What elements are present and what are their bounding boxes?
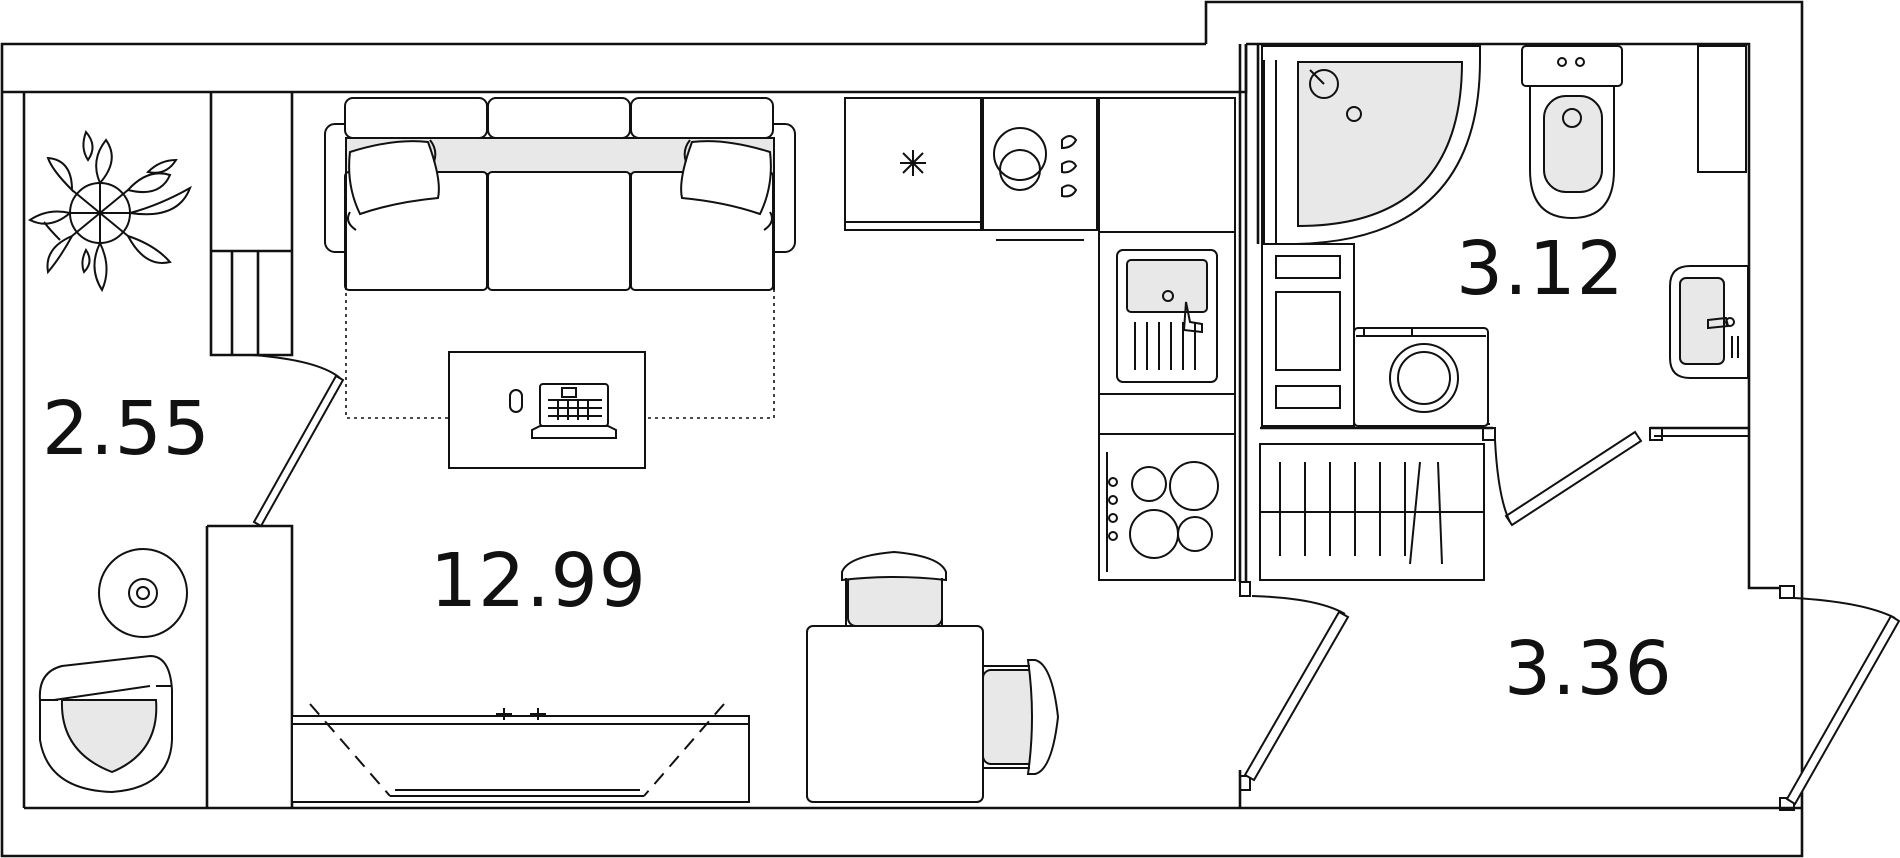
doors: [251, 354, 1900, 806]
bathroom-area: 3.12: [1456, 226, 1625, 312]
plant-icon: [28, 130, 192, 293]
wall-cabinet: [1697, 45, 1747, 173]
washing-machine-icon: [1353, 327, 1489, 427]
room-area-labels: 2.55 12.99 3.12 3.36: [42, 226, 1673, 712]
hallway-area: 3.36: [1504, 626, 1673, 712]
kitchen: [844, 97, 1236, 581]
wash-basin-icon: [1669, 265, 1749, 379]
armchair-icon: [38, 654, 173, 794]
cooktop-icon: [1098, 433, 1236, 581]
living-furniture: [291, 97, 1060, 803]
coffee-table-icon: [448, 351, 646, 469]
sink-icon: [1098, 231, 1236, 395]
laptop-icon: [509, 383, 617, 439]
sofa-icon: [324, 97, 796, 291]
tv-cabinet-icon: [291, 703, 750, 803]
side-table-icon: [98, 548, 188, 638]
bathroom: [1259, 45, 1749, 581]
dining-chair-right: [982, 659, 1060, 775]
dishwasher-icon: [982, 97, 1098, 241]
shower-icon: [1261, 45, 1481, 245]
dining-table-icon: [806, 625, 984, 803]
toilet-icon: [1521, 45, 1623, 220]
wardrobe-icon: [1259, 443, 1485, 581]
bath-shelves-icon: [1261, 243, 1355, 427]
balcony-furniture: [28, 130, 192, 794]
balcony-area: 2.55: [42, 386, 211, 472]
living-room-area: 12.99: [430, 538, 647, 624]
dining-chair-top: [841, 550, 947, 627]
fridge-icon: [844, 97, 982, 231]
